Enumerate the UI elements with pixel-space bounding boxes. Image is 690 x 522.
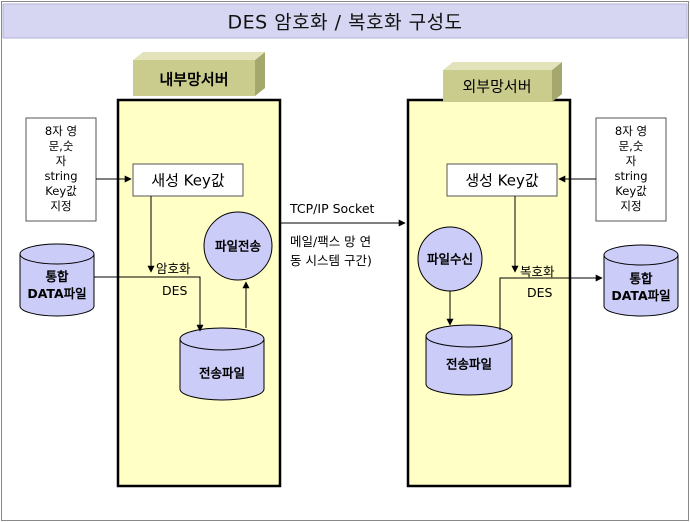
external-key-note-line: Key값 xyxy=(615,184,647,198)
external-key-note-line: 자 xyxy=(625,154,637,168)
internal-file-send-label: 파일전송 xyxy=(214,238,262,254)
external-key-note-line: string xyxy=(614,169,648,183)
internal-key-note-line: 지정 xyxy=(50,199,72,213)
external-transfer-file-label: 전송파일 xyxy=(445,356,493,372)
internal-key-note-box xyxy=(25,117,97,222)
external-db-label: 통합 DATA파일 xyxy=(611,270,670,304)
external-db-label-line: 통합 xyxy=(629,271,653,286)
internal-db-label: 통합 DATA파일 xyxy=(27,268,86,302)
internal-file-send-circle xyxy=(203,211,273,281)
external-key-note-box xyxy=(595,117,667,222)
internal-server-tab xyxy=(133,60,255,96)
external-file-to-db-arrow xyxy=(499,274,603,330)
external-decrypt-label: 복호화 xyxy=(520,264,555,279)
external-db-label-line: DATA파일 xyxy=(611,288,671,303)
internal-transfer-cylinder xyxy=(179,327,265,401)
internal-key-note-line: 8자 영 xyxy=(44,124,78,138)
socket-desc: 메일/팩스 망 연 동 시스템 구간) xyxy=(290,232,372,270)
external-transfer-cylinder xyxy=(425,324,513,396)
socket-desc-line: 메일/팩스 망 연 xyxy=(290,234,372,249)
internal-encrypt-label: 암호화 xyxy=(156,261,191,276)
internal-key-note-line: Key값 xyxy=(45,184,77,198)
external-server-tab-top xyxy=(443,62,562,70)
internal-db-cylinder xyxy=(19,243,95,317)
external-key-note-line: 지정 xyxy=(620,199,642,213)
socket-desc-line: 동 시스템 구간) xyxy=(290,253,372,268)
external-key-note-line: 문,숫 xyxy=(618,139,644,153)
external-server-label: 외부망서버 xyxy=(462,77,532,96)
external-key-note: 8자 영 문,숫 자 string Key값 지정 xyxy=(596,124,666,214)
diagram-title: DES 암호화 / 복호화 구성도 xyxy=(227,11,463,34)
external-key-note-line: 8자 영 xyxy=(614,124,648,138)
external-algo-label: DES xyxy=(527,285,553,300)
external-key-label: 생성 Key값 xyxy=(465,171,539,190)
socket-protocol-label: TCP/IP Socket xyxy=(290,201,375,216)
internal-key-note: 8자 영 문,숫 자 string Key값 지정 xyxy=(26,124,96,214)
internal-key-note-line: string xyxy=(44,169,78,183)
internal-server-tab-side xyxy=(255,52,265,96)
external-db-cylinder xyxy=(603,244,679,317)
internal-db-to-file-arrow xyxy=(94,276,204,332)
internal-algo-label: DES xyxy=(162,283,188,298)
internal-db-label-line: DATA파일 xyxy=(27,286,87,301)
internal-server-tab-top xyxy=(133,52,265,60)
external-server-tab xyxy=(443,70,552,102)
internal-key-box xyxy=(132,163,244,197)
internal-db-label-line: 통합 xyxy=(45,269,69,284)
internal-key-label: 새성 Key값 xyxy=(151,171,225,190)
internal-server-panel xyxy=(116,98,282,488)
external-server-tab-side xyxy=(552,62,562,102)
internal-server-label: 내부망서버 xyxy=(159,70,229,89)
title-bar xyxy=(2,3,688,39)
external-key-box xyxy=(446,163,558,197)
internal-key-note-line: 문,숫 xyxy=(48,139,74,153)
internal-key-note-line: 자 xyxy=(55,154,67,168)
external-file-receive-label: 파일수신 xyxy=(426,251,474,267)
internal-transfer-file-label: 전송파일 xyxy=(198,365,246,381)
